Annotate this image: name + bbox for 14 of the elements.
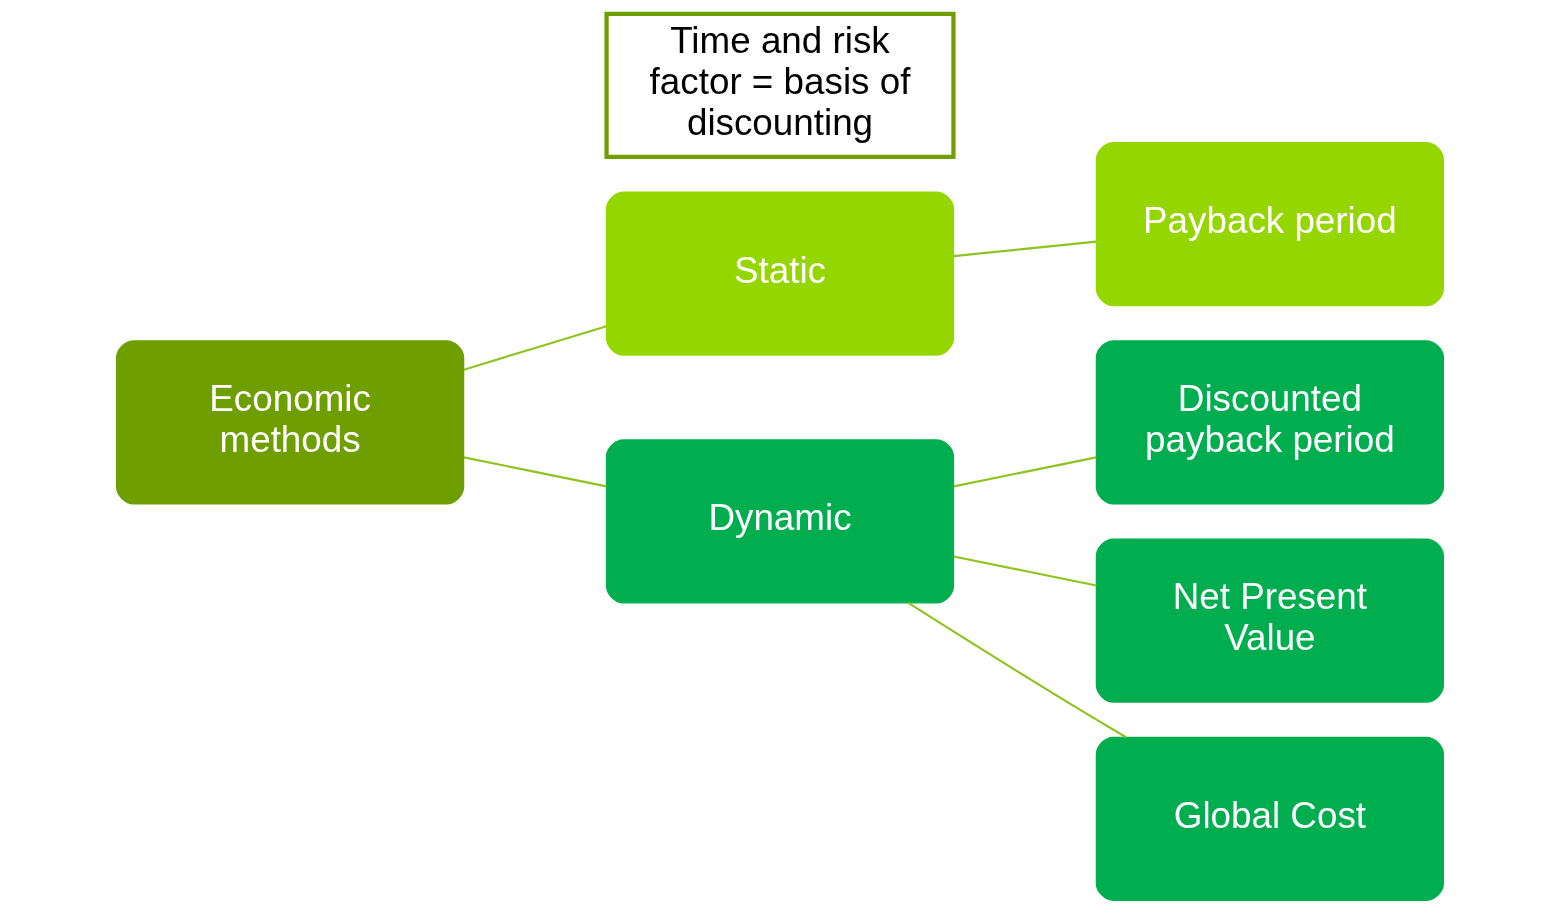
node-box: Static <box>605 191 954 356</box>
node-box: Economic methods <box>115 340 464 505</box>
connector <box>953 456 1097 488</box>
node-box: Global Cost <box>1095 736 1444 901</box>
node-box: Time and risk factor = basis of discounting <box>603 11 956 159</box>
connector <box>953 555 1097 587</box>
node-box: Net Present Value <box>1095 538 1444 703</box>
node-box: Dynamic <box>605 439 954 604</box>
node-box: Payback period <box>1095 141 1444 307</box>
node-box: Discounted payback period <box>1095 340 1444 505</box>
connector <box>907 601 1127 739</box>
connector <box>463 325 607 371</box>
connector <box>463 456 607 488</box>
connector <box>953 240 1096 258</box>
